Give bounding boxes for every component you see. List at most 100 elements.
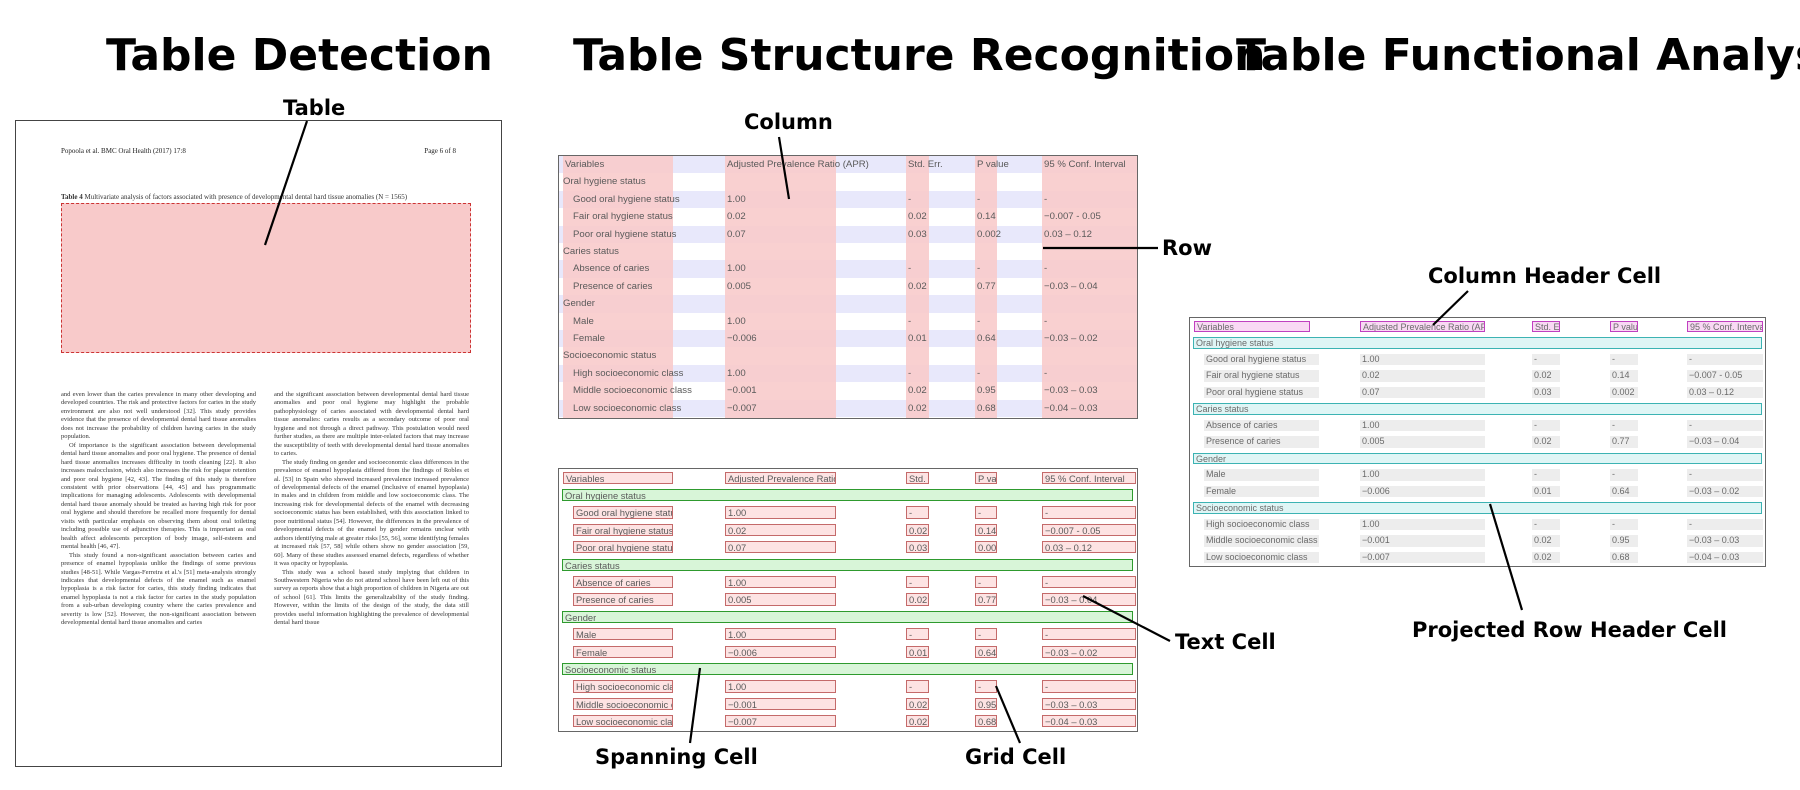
grid-cell-text: - [1045,507,1049,519]
value-label: 0.64 [977,330,997,347]
data-cell: −0.006 [1360,485,1485,497]
data-cell: Female [1204,485,1319,497]
value-label-text: 0.68 [977,402,996,414]
projected-row-header-cell: Socioeconomic status [1193,502,1762,514]
body-paragraph: This study was a school based study impl… [274,568,469,627]
value-label: - [908,313,929,330]
value-label-text: 0.07 [727,228,746,240]
data-cell-text: Fair oral hygiene status [1206,370,1300,380]
grid-cell: - [1042,680,1136,693]
value-label-text: 0.02 [908,211,927,223]
value-label: −0.001 [727,382,836,399]
value-label: 1.00 [727,260,836,277]
section-label: Gender [563,295,763,312]
value-label: - [977,365,997,382]
value-label-text: - [1044,193,1048,205]
column-header-cell: Variables [1194,320,1310,332]
row-label-text: Middle socioeconomic class [573,385,692,397]
data-cell-text: −0.007 [1362,551,1390,562]
value-label-text: 1.00 [727,193,746,205]
data-cell: 0.64 [1610,485,1638,497]
column-header-cell-text: 95 % Conf. Interval [1690,321,1763,332]
grid-cell-text: 0.02 [728,524,747,536]
value-label-text: 0.02 [908,280,927,292]
row-callout: Row [1162,236,1212,260]
running-head-right: Page 6 of 8 [424,147,456,155]
grid-cell-text: - [978,629,982,641]
value-label: - [908,365,929,382]
column-band [975,156,997,418]
data-cell-text: Absence of caries [1206,419,1278,430]
data-cell-text: −0.03 – 0.03 [1689,535,1740,545]
grid-cell-text: - [909,629,913,641]
table-callout: Table [283,96,346,120]
data-cell-text: Male [1206,469,1226,479]
value-label: - [977,313,997,330]
detected-table [61,203,471,353]
grid-cell: 0.02 [906,593,929,606]
header-label-text: Std. Err. [908,159,943,170]
data-cell: 1.00 [1360,469,1485,481]
spanning-cell-text: Socioeconomic status [565,663,657,675]
body-paragraph: and even lower than the caries prevalenc… [61,391,256,441]
value-label-text: - [908,315,912,327]
header-label-text: Adjusted Prevalence Ratio (APR) [727,159,869,170]
data-cell: −0.03 – 0.02 [1687,485,1763,497]
header-cell: Adjusted Prevalence Ratio (APR) [725,471,836,484]
value-label: - [1044,313,1137,330]
value-label-text: - [1044,315,1048,327]
data-cell: 0.005 [1360,436,1485,448]
grid-cell: −0.007 - 0.05 [1042,523,1136,537]
value-label-text: 0.01 [908,333,927,344]
value-label: - [1044,260,1137,277]
value-label: −0.007 [727,400,836,417]
running-head-left: Popoola et al. BMC Oral Health (2017) 17… [61,147,186,155]
column-band [725,156,836,418]
value-label: −0.03 – 0.02 [1044,330,1137,347]
value-label-text: −0.007 - 0.05 [1044,211,1101,223]
data-cell: - [1610,469,1638,481]
data-cell-text: - [1689,419,1692,430]
value-label: 1.00 [727,365,836,382]
header-label: 95 % Conf. Interval [1044,156,1137,173]
projected-row-header-cell-callout: Projected Row Header Cell [1412,618,1727,642]
text-cell-text: Female [576,646,608,658]
grid-cell-text: −0.03 – 0.02 [1045,646,1098,658]
column-header-cell-callout: Column Header Cell [1428,264,1662,288]
data-cell-text: Low socioeconomic class [1206,551,1308,562]
data-cell-text: 0.01 [1534,485,1552,496]
value-label: - [908,260,929,277]
value-label-text: 1.00 [727,367,746,379]
value-label-text: −0.03 – 0.03 [1044,385,1098,397]
value-label-text: −0.03 – 0.02 [1044,333,1098,344]
grid-cell-text: −0.007 - 0.05 [1045,524,1101,536]
data-cell-text: 0.77 [1612,436,1630,446]
body-paragraph: and the significant association between … [274,391,469,458]
value-label: - [908,191,929,208]
header-cell-text: 95 % Conf. Interval [1045,472,1125,484]
grid-cell: 0.005 [725,593,836,606]
text-cell-text: High socioeconomic class [576,681,672,693]
column-header-cell: Std. Err. [1532,320,1560,332]
spanning-cell-text: Oral hygiene status [565,489,646,501]
grid-cell: −0.006 [725,645,836,658]
grid-cell-text: 0.68 [978,716,997,728]
data-cell-text: −0.007 - 0.05 [1689,370,1743,380]
text-cell-text: Poor oral hygiene status [576,542,673,554]
text-cell-text: Presence of caries [576,594,654,606]
value-label-text: - [1044,263,1048,275]
column-header-cell-text: P value [1613,321,1638,332]
text-cell: Presence of caries [573,593,673,606]
data-cell: 0.02 [1532,370,1560,382]
value-label-text: - [908,193,912,205]
data-cell: - [1687,469,1763,481]
row-label-text: Presence of caries [573,280,653,292]
text-cell: Poor oral hygiene status [573,541,673,554]
header-label: Std. Err. [908,156,943,173]
text-cell: Absence of caries [573,575,673,589]
value-label: 0.77 [977,278,997,295]
data-cell: High socioeconomic class [1204,518,1319,530]
data-cell: - [1687,518,1763,530]
section-label-text: Caries status [563,246,619,257]
grid-cell-text: - [1045,681,1049,693]
